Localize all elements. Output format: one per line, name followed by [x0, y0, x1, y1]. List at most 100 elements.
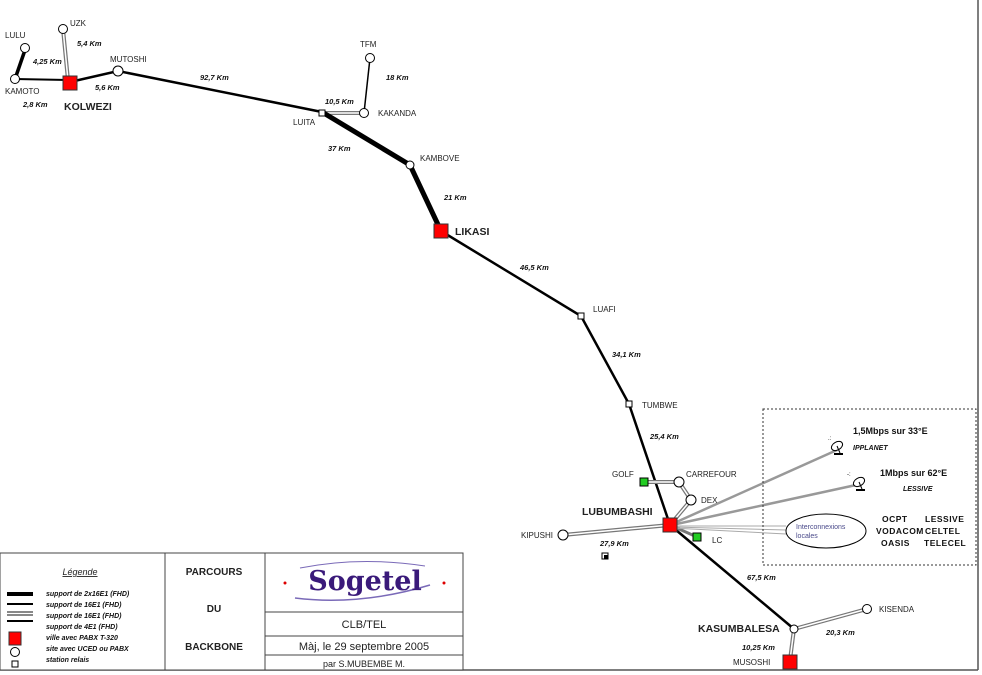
- dist-kamoto-kolwezi: 2,8 Km: [22, 100, 48, 109]
- dist-lubumbashi-kipushi: 27,9 Km: [599, 539, 629, 548]
- svg-text:-:: -:: [847, 472, 851, 478]
- label-tumbwe: TUMBWE: [642, 401, 678, 410]
- dist-luita-kakanda: 10,5 Km: [325, 97, 354, 106]
- label-likasi: LIKASI: [455, 226, 490, 238]
- label-kambove: KAMBOVE: [420, 154, 460, 163]
- link-likasi-lubumbashi: [440, 229, 672, 526]
- satellite-dish-icon: .:: [828, 436, 844, 455]
- links: [13, 28, 868, 661]
- dist-likasi-luafi: 46,5 Km: [519, 263, 549, 272]
- legend-item: ville avec PABX T-320: [46, 635, 118, 642]
- node-tumbwe[interactable]: [625, 400, 633, 408]
- legend-title: Légende: [62, 567, 97, 577]
- author: par S.MUBEMBE M.: [323, 659, 405, 669]
- logo-text: Sogetel: [308, 566, 421, 597]
- legend-swatch-16e1: [7, 603, 33, 605]
- node-lubumbashi[interactable]: [662, 517, 678, 533]
- operator: TELECEL: [924, 538, 966, 548]
- label-luita: LUITA: [293, 118, 316, 127]
- label-kolwezi: KOLWEZI: [64, 101, 112, 113]
- operator: VODACOM: [876, 526, 924, 536]
- satellite-dish-icon: -:: [847, 472, 866, 491]
- update-date: Màj, le 29 septembre 2005: [299, 641, 429, 653]
- node-mutoshi[interactable]: [112, 65, 124, 77]
- interconnect-label-2: locales: [796, 533, 818, 540]
- node-luafi[interactable]: [577, 312, 585, 320]
- label-kisenda: KISENDA: [879, 605, 915, 614]
- dist-kolwezi-mutoshi: 5,6 Km: [95, 83, 120, 92]
- dist-tfm-kakanda: 18 Km: [386, 73, 409, 82]
- label-lubumbashi: LUBUMBASHI: [582, 506, 653, 518]
- label-kakanda: KAKANDA: [378, 109, 417, 118]
- link-lulu-kamoto: [13, 49, 27, 80]
- legend-item: support de 4E1 (FHD): [46, 624, 118, 631]
- node-lc[interactable]: [692, 532, 702, 542]
- node-kolwezi[interactable]: [62, 75, 78, 91]
- title-line-3: BACKBONE: [185, 642, 243, 653]
- legend-item: station relais: [46, 657, 89, 664]
- legend-item: support de 2x16E1 (FHD): [46, 591, 130, 598]
- link-interconnexions: [671, 526, 787, 531]
- node-kamoto[interactable]: [10, 74, 20, 84]
- dist-uzk-kolwezi: 5,4 Km: [77, 39, 102, 48]
- dist-luita-kambove: 37 Km: [328, 144, 351, 153]
- legend-swatch-2x16e1: [7, 592, 33, 596]
- interconnect-ellipse: [785, 513, 867, 549]
- node-luita[interactable]: [318, 109, 326, 117]
- node-carrefour[interactable]: [673, 476, 685, 488]
- label-tfm: TFM: [360, 40, 377, 49]
- nodes: [10, 24, 872, 670]
- label-carrefour: CARREFOUR: [686, 470, 737, 479]
- link-lubumbashi-kasumbalesa: [669, 524, 795, 630]
- title-block: Légende support de 2x16E1 (FHD) support …: [0, 552, 464, 671]
- operator: OCPT: [882, 514, 908, 524]
- legend-swatch-4e1: [7, 620, 33, 622]
- legend-item: support de 16E1 (FHD): [46, 602, 122, 609]
- legend-item: site avec UCED ou PABX: [46, 646, 130, 653]
- node-musoshi[interactable]: [782, 654, 798, 670]
- node-likasi[interactable]: [433, 223, 449, 239]
- node-dex[interactable]: [685, 494, 697, 506]
- dist-luafi-tumbwe: 34,1 Km: [612, 350, 641, 359]
- node-uzk[interactable]: [58, 24, 68, 34]
- dist-kasumbalesa-musoshi: 10,25 Km: [742, 643, 775, 652]
- label-lulu: LULU: [5, 31, 26, 40]
- legend-item: support de 16E1 (FHD): [46, 613, 122, 620]
- operator: OASIS: [881, 538, 910, 548]
- label-kasumbalesa: KASUMBALESA: [698, 623, 780, 635]
- sogetel-logo: Sogetel: [283, 560, 446, 601]
- node-kakanda[interactable]: [359, 108, 369, 118]
- node-lulu[interactable]: [20, 43, 30, 53]
- operator: CELTEL: [925, 526, 960, 536]
- link-sat-lessive: [671, 483, 857, 527]
- svg-text:.:: .:: [828, 436, 832, 442]
- label-mutoshi: MUTOSHI: [110, 55, 147, 64]
- label-kamoto: KAMOTO: [5, 87, 40, 96]
- satellite-box: .: -: 1,5Mbps sur 33°E IPPLANET 1Mbps su…: [762, 408, 977, 566]
- node-golf[interactable]: [639, 477, 649, 487]
- dist-tumbwe-lubumbashi: 25,4 Km: [649, 432, 679, 441]
- label-dex: DEX: [701, 496, 718, 505]
- site-labels: LULU UZK KAMOTO KOLWEZI MUTOSHI LUITA KA…: [5, 19, 915, 667]
- sat-link2-rate: 1Mbps sur 62°E: [880, 468, 947, 478]
- node-kambove[interactable]: [405, 160, 415, 170]
- node-tfm[interactable]: [365, 53, 375, 63]
- label-kipushi: KIPUSHI: [521, 531, 553, 540]
- sat-link1-provider: IPPLANET: [853, 445, 888, 452]
- operator: LESSIVE: [925, 514, 964, 524]
- sat-link2-provider: LESSIVE: [903, 486, 933, 493]
- dist-kambove-likasi: 21 Km: [443, 193, 467, 202]
- link-luita-likasi: [320, 109, 444, 233]
- node-kasumbalesa[interactable]: [789, 624, 799, 634]
- node-kipushi[interactable]: [557, 529, 569, 541]
- dist-lubumbashi-kasumbalesa: 67,5 Km: [747, 573, 776, 582]
- legend-site-icon: [10, 647, 20, 657]
- label-lc: LC: [712, 536, 722, 545]
- dist-mutoshi-luita: 92,7 Km: [200, 73, 229, 82]
- node-kisenda[interactable]: [862, 604, 872, 614]
- label-musoshi: MUSOSHI: [733, 658, 770, 667]
- link-kamoto-kolwezi: [14, 78, 69, 81]
- link-sat-ipplanet: [671, 448, 838, 526]
- label-golf: GOLF: [612, 470, 634, 479]
